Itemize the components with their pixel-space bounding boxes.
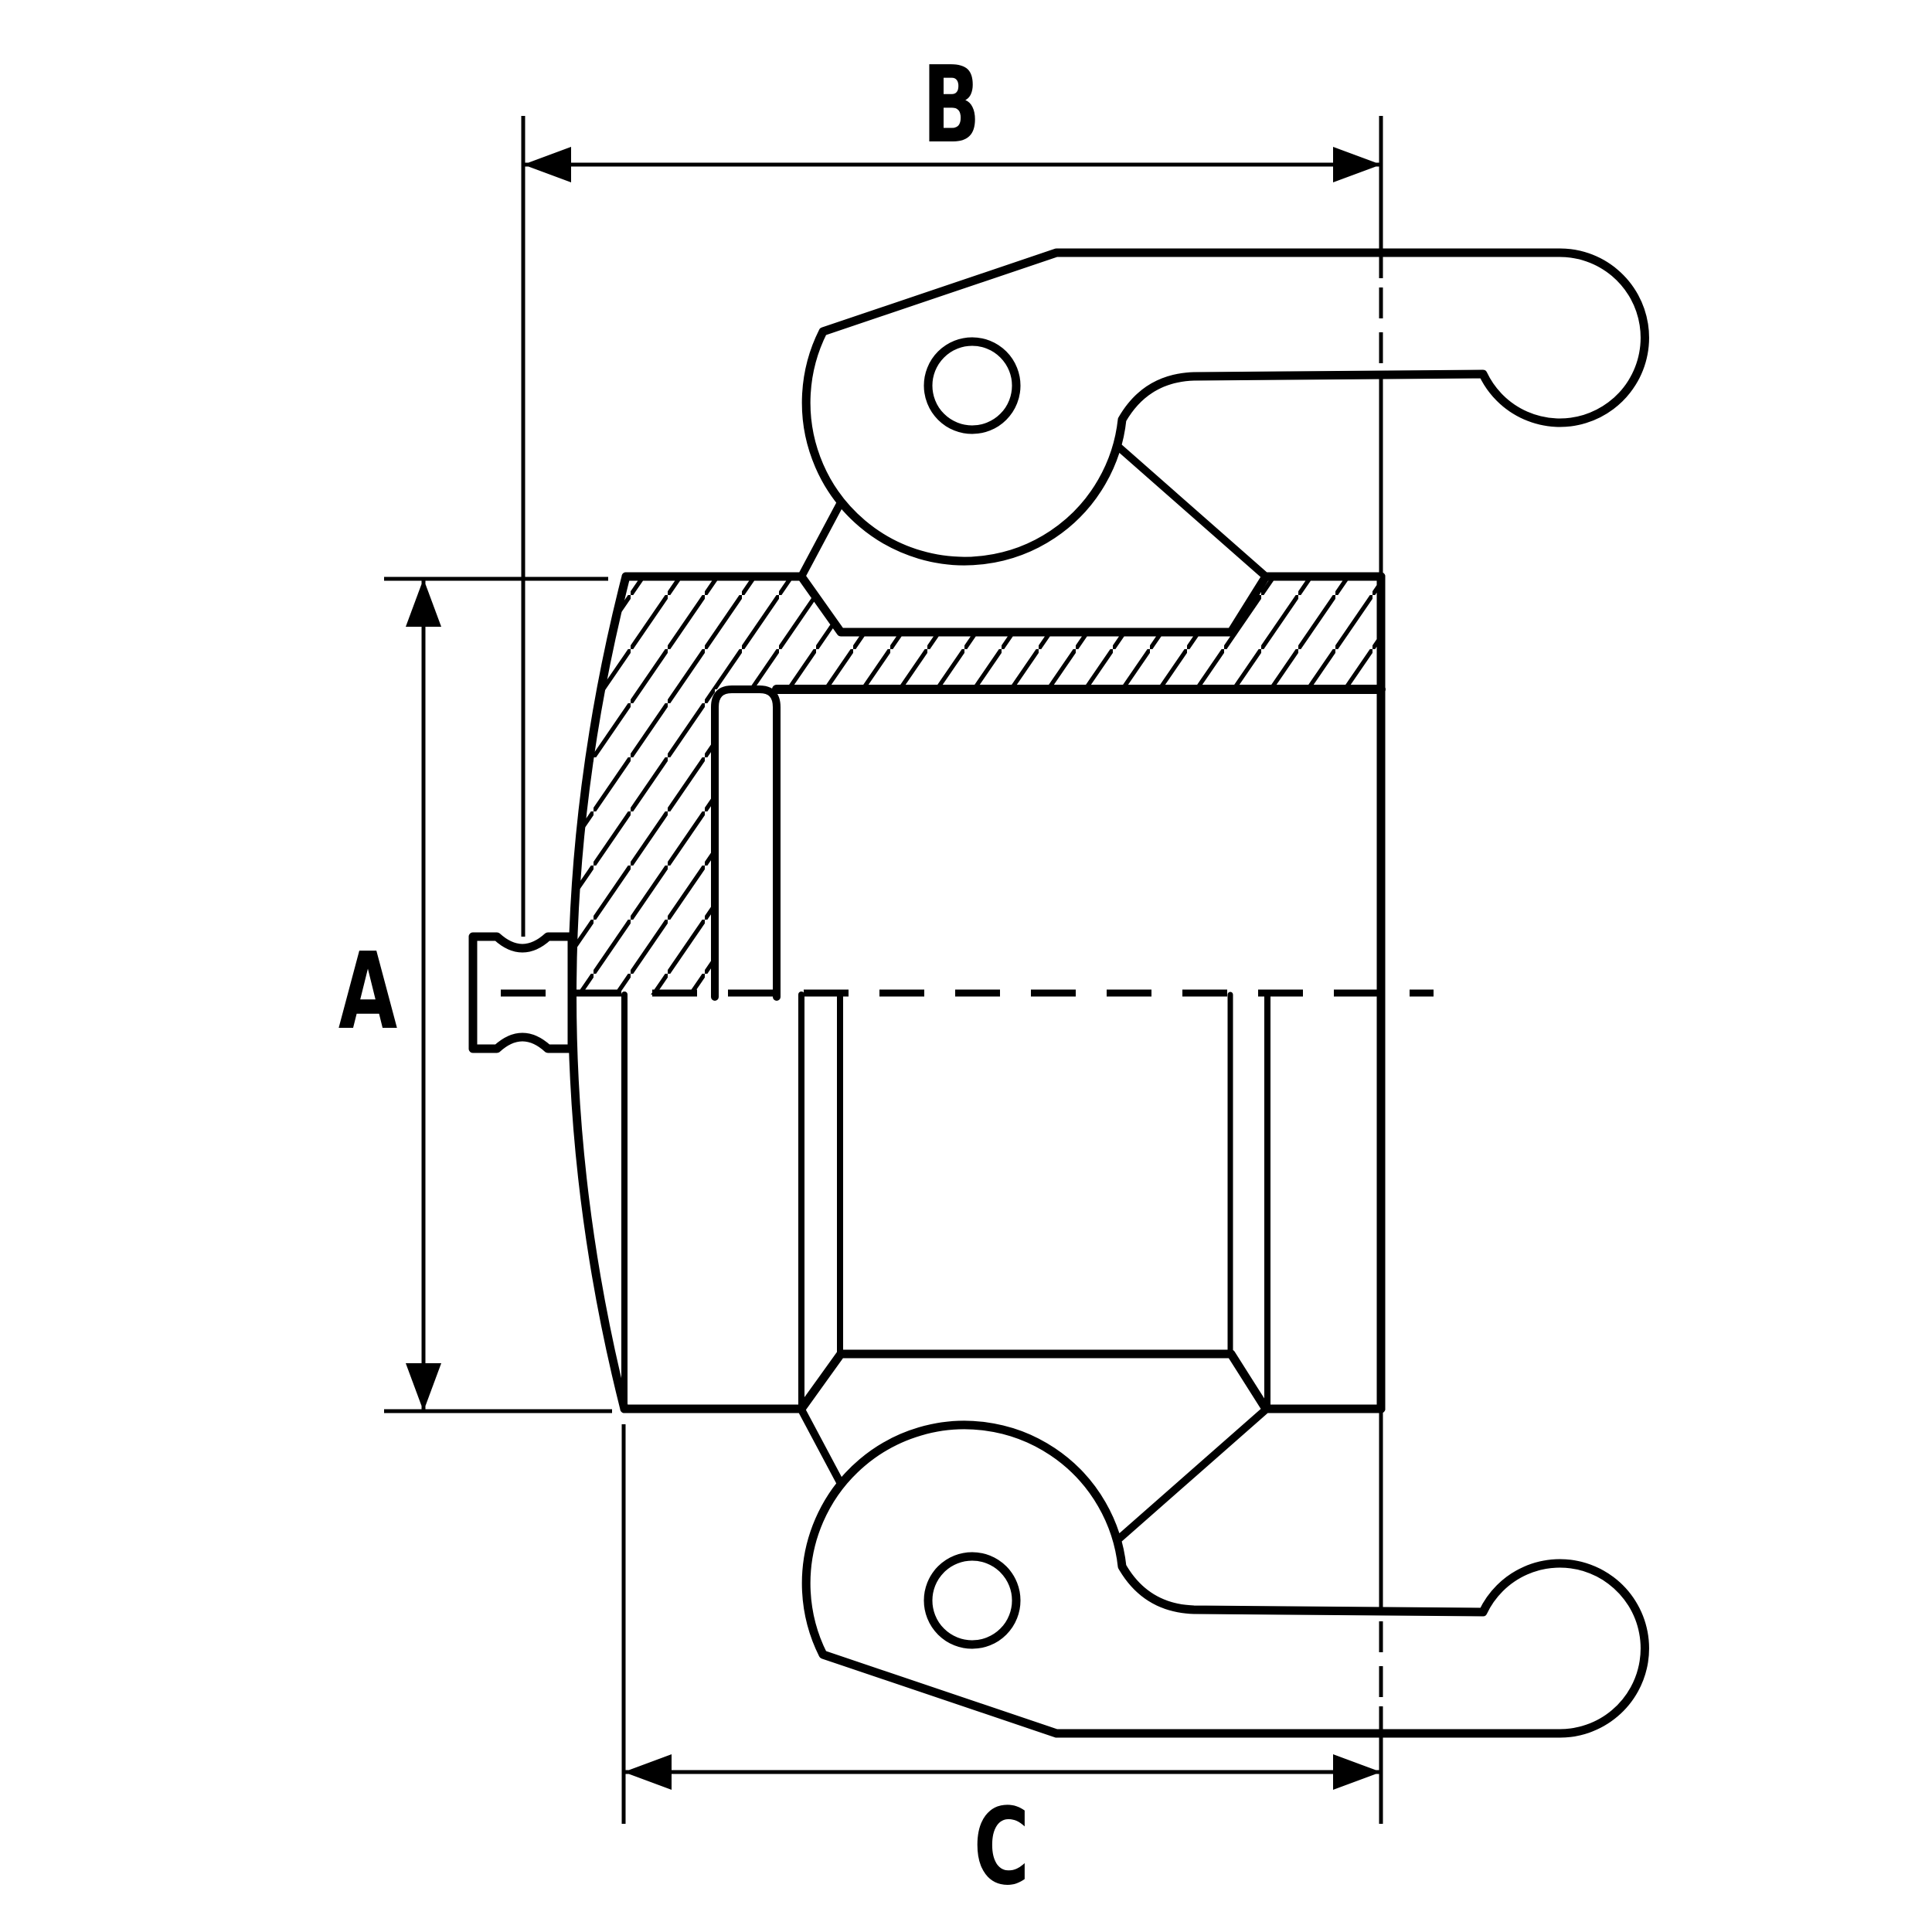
dimension-label-b: B: [922, 44, 980, 168]
dimension-b: [521, 116, 1383, 1824]
arrowhead-left-icon: [523, 147, 571, 182]
top-cam-arm: [801, 248, 1649, 566]
arrowhead-down-icon: [406, 1363, 441, 1411]
top-cam-pivot-hole: [923, 337, 1021, 434]
cam-cavity-bottom: [797, 1349, 1270, 1413]
section-hatching: [574, 577, 1381, 995]
gasket-groove: [711, 685, 781, 1001]
arrowhead-left-icon: [624, 1754, 672, 1790]
cam-cavity-top: [797, 572, 1270, 637]
dimension-label-c: C: [974, 1786, 1029, 1910]
dimension-c: [621, 1424, 1381, 1824]
cap-left-face-arc: [568, 572, 631, 1413]
bottom-cam-arm-outline: [801, 1420, 1649, 1738]
top-cam-arm-outline: [801, 248, 1649, 566]
arrowhead-right-icon: [1333, 147, 1381, 182]
bottom-cam-arm: [801, 1420, 1649, 1738]
bottom-cam-pivot-hole: [923, 1552, 1021, 1649]
arrowhead-up-icon: [406, 579, 441, 627]
dimension-a: [384, 577, 612, 1413]
arrowhead-right-icon: [1333, 1754, 1381, 1790]
dimension-label-a: A: [338, 930, 397, 1054]
